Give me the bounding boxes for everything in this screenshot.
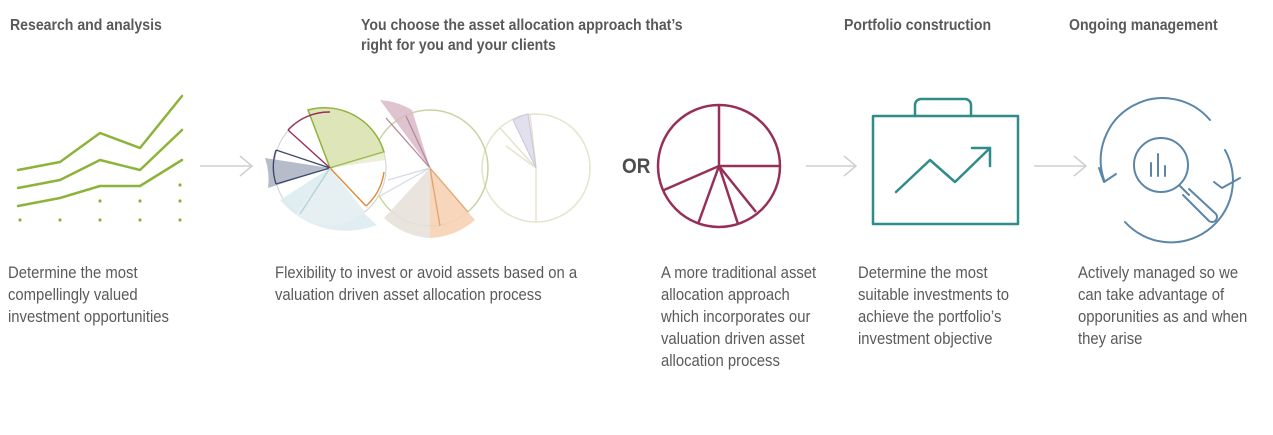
arrow-right-icon (1034, 155, 1088, 177)
arrow-right-icon (806, 155, 858, 177)
briefcase-growth-icon (871, 97, 1020, 226)
rising-lines-chart-icon (16, 94, 184, 222)
research-description: Determine the most compellingly valued i… (8, 264, 169, 326)
allocation-heading: You choose the asset allocation approach… (361, 17, 683, 54)
flexible-allocation-description: Flexibility to invest or avoid assets ba… (275, 264, 578, 304)
arrow-right-icon (200, 155, 254, 177)
or-label: OR (622, 155, 651, 178)
research-heading: Research and analysis (10, 17, 162, 34)
management-description: Actively managed so we can take advantag… (1078, 264, 1248, 348)
magnifier-cycle-icon (1098, 97, 1241, 244)
construction-description: Determine the most suitable investments … (858, 264, 1010, 348)
overlapping-pie-charts-icon (265, 100, 591, 238)
construction-heading: Portfolio construction (844, 17, 992, 34)
pie-chart-icon (656, 103, 782, 229)
traditional-allocation-description: A more traditional asset allocation appr… (661, 264, 817, 370)
management-heading: Ongoing management (1069, 17, 1218, 34)
